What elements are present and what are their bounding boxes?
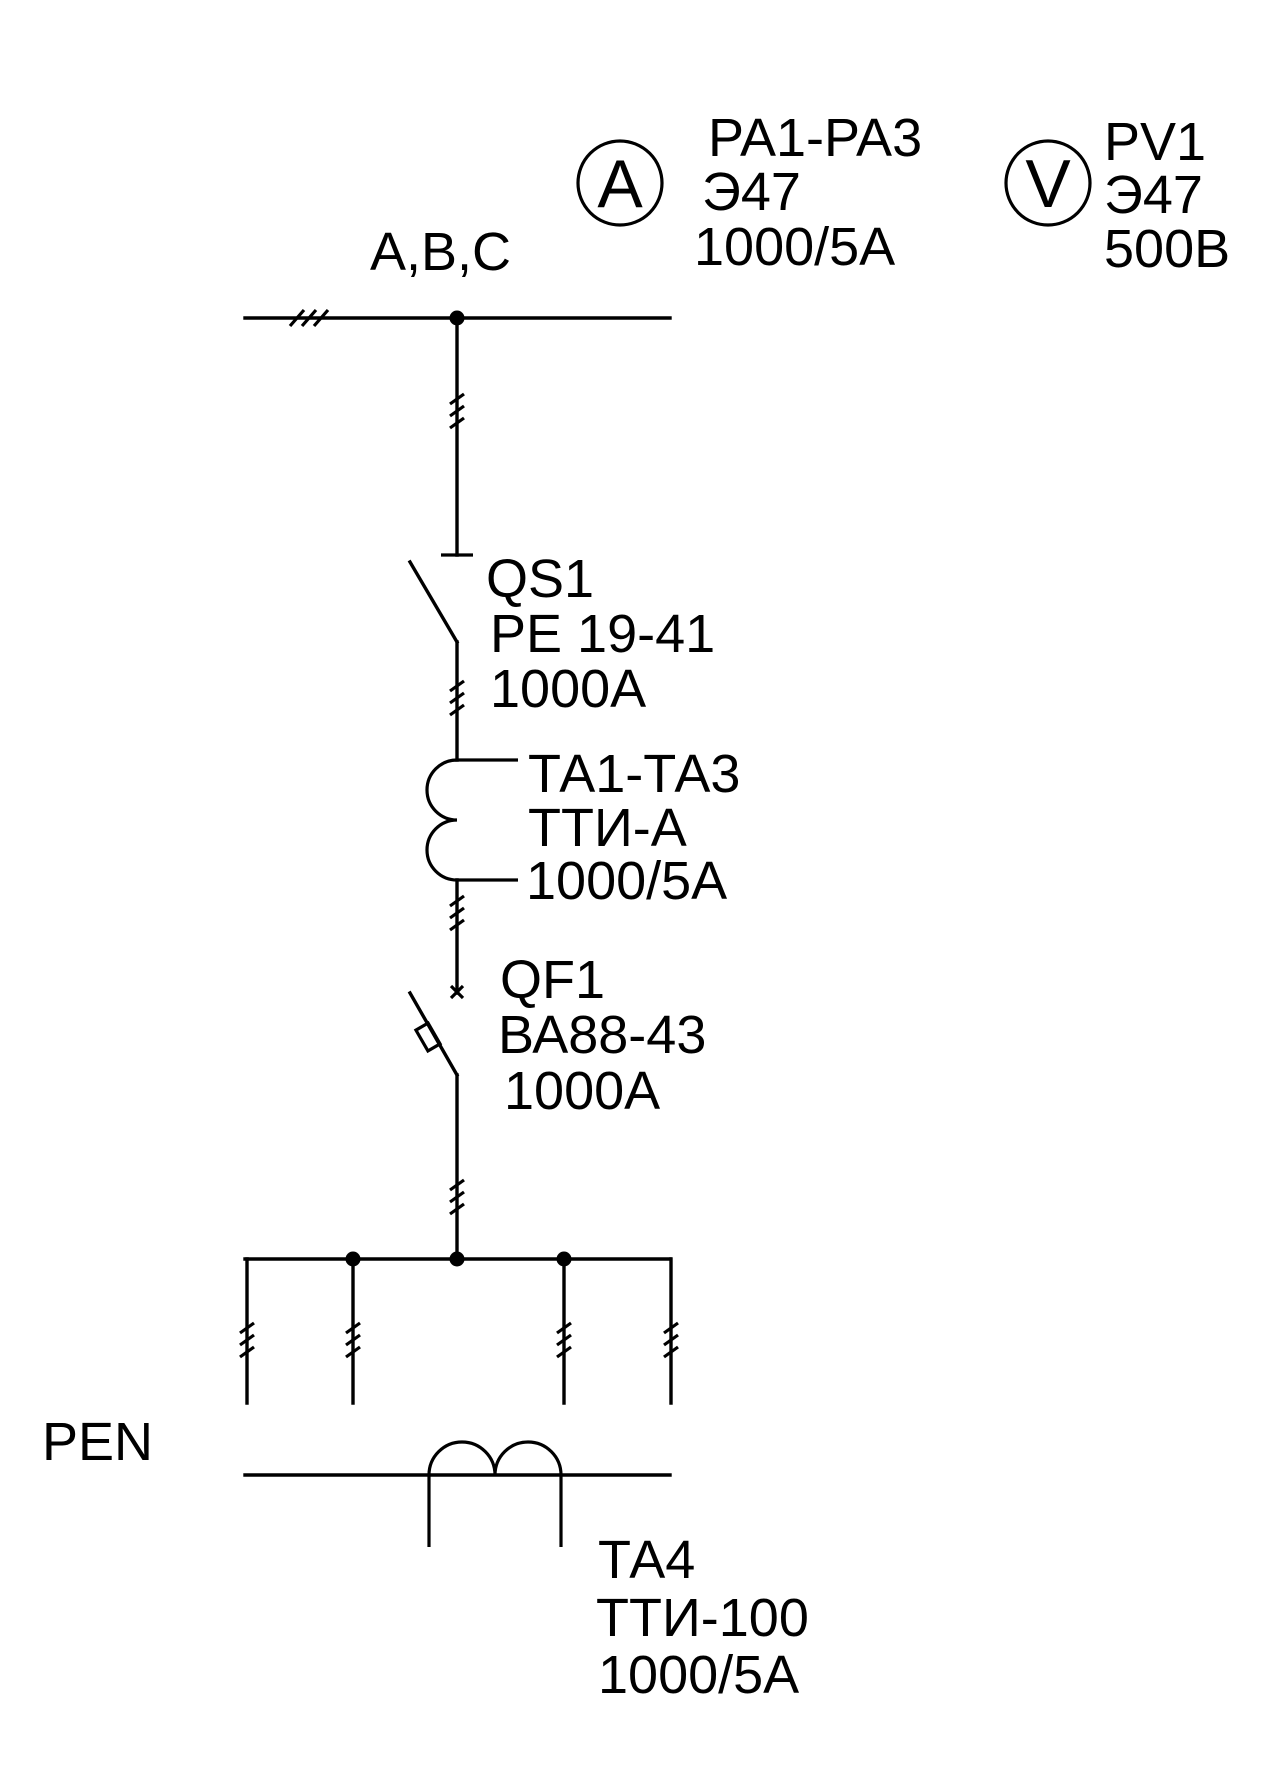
bus-label: A,B,C (370, 222, 511, 282)
ta1-label-line-3: 1000/5А (526, 851, 727, 911)
qf1-label-line-1: QF1 (500, 950, 605, 1010)
qf1-breaker-symbol (407, 990, 465, 1255)
ta4-transformer-symbol (427, 1440, 563, 1547)
qs1-label: QS1 РЕ 19-41 1000А (486, 549, 715, 719)
voltmeter-letter: V (1025, 146, 1071, 222)
feeder-upper (441, 316, 473, 557)
ammeter-label-line-1: PA1-PA3 (708, 108, 922, 168)
ta4-label-line-3: 1000/5А (598, 1645, 799, 1705)
qf1-label-line-3: 1000А (504, 1061, 660, 1121)
ta1-label: ТА1-ТА3 ТТИ-А 1000/5А (526, 744, 740, 911)
voltmeter-label-line-2: Э47 (1104, 165, 1203, 225)
voltmeter-label: PV1 Э47 500В (1104, 112, 1230, 279)
voltmeter-label-line-1: PV1 (1104, 112, 1206, 172)
qs1-label-line-3: 1000А (490, 659, 646, 719)
ammeter-label: PA1-PA3 Э47 1000/5А (694, 108, 922, 277)
voltmeter-symbol: V (1004, 139, 1092, 227)
ta4-label-line-2: ТТИ-100 (596, 1588, 809, 1648)
qf1-label: QF1 ВА88-43 1000А (498, 950, 706, 1121)
qs1-label-line-2: РЕ 19-41 (490, 604, 715, 664)
ammeter-label-line-3: 1000/5А (694, 217, 895, 277)
ta1-label-line-2: ТТИ-А (528, 798, 687, 858)
ammeter-letter: A (597, 146, 643, 222)
ta1-label-line-1: ТА1-ТА3 (528, 744, 740, 804)
ta4-label: ТА4 ТТИ-100 1000/5А (596, 1530, 809, 1705)
lower-busbar (239, 1251, 679, 1405)
qf1-label-line-2: ВА88-43 (498, 1005, 706, 1065)
ta1-transformer-symbol (425, 758, 518, 1000)
ammeter-symbol: A (576, 139, 664, 227)
ta4-label-line-1: ТА4 (598, 1530, 695, 1590)
qs1-label-line-1: QS1 (486, 549, 594, 609)
qs1-switch-symbol (407, 559, 465, 762)
pen-label: PEN (42, 1412, 153, 1472)
ammeter-label-line-2: Э47 (702, 162, 801, 222)
voltmeter-label-line-3: 500В (1104, 219, 1230, 279)
